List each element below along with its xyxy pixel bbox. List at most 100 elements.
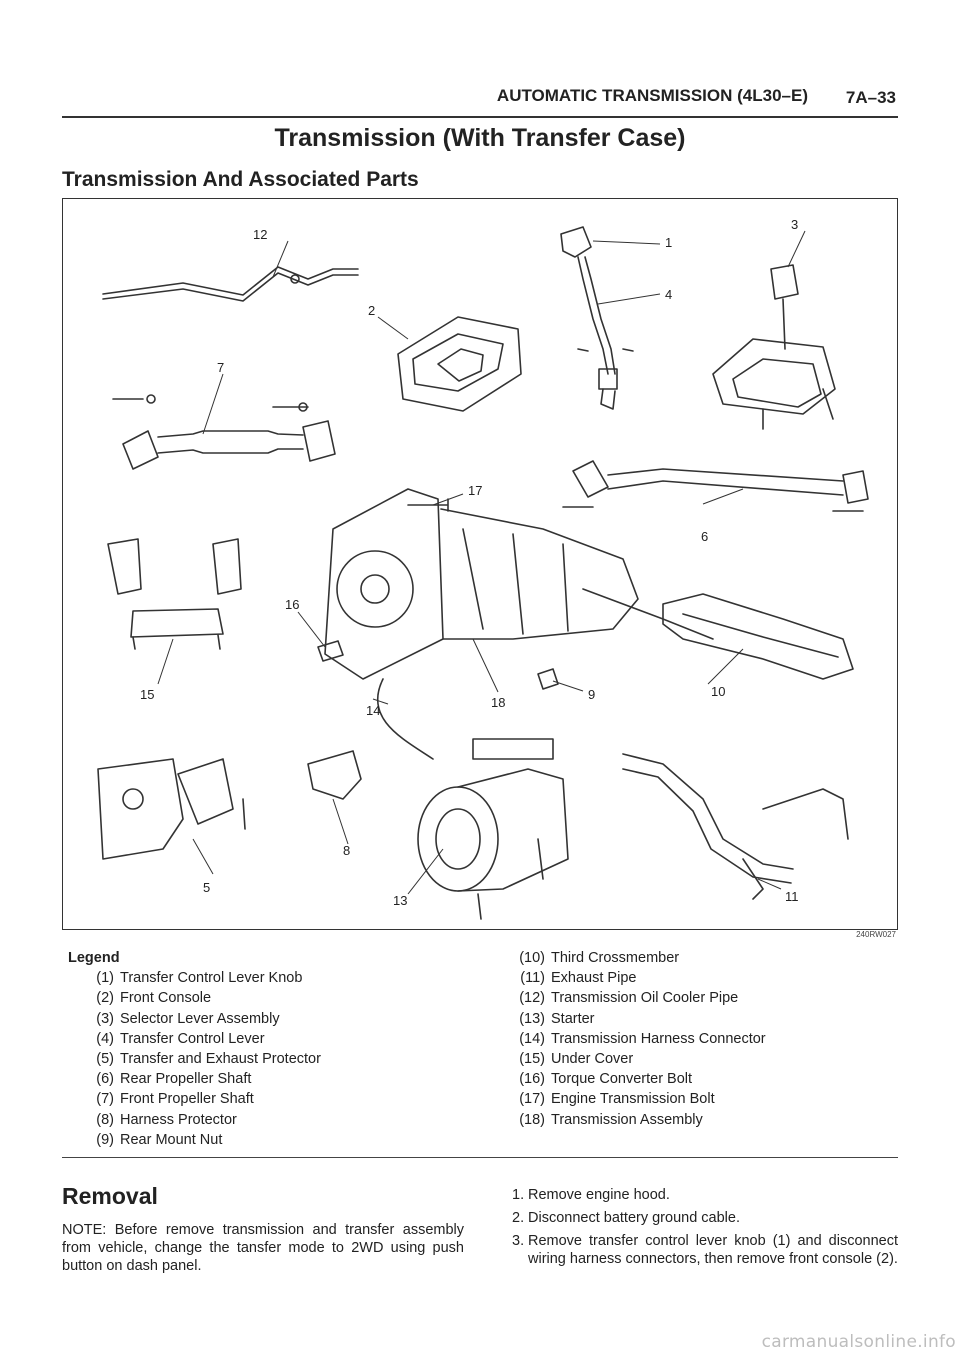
- exploded-parts-diagram: 1 2 3 4 5 6 7 8 9 10 11 12 13 14 15 16 1…: [62, 198, 898, 930]
- step-number: 3.: [512, 1233, 525, 1249]
- legend-text: Transmission Harness Connector: [551, 1030, 766, 1047]
- legend-number: (5): [96, 1051, 114, 1068]
- torque-converter-bolt-drawing: [317, 640, 344, 662]
- legend-item: (4) Transfer Control Lever: [68, 1029, 488, 1049]
- callout-12: 12: [253, 227, 267, 242]
- legend-item: (12)Transmission Oil Cooler Pipe: [497, 988, 897, 1008]
- rear-mount-nut-drawing: [537, 668, 559, 690]
- legend-item: (18) Transmission Assembly: [497, 1110, 897, 1130]
- section-title: AUTOMATIC TRANSMISSION (4L30–E): [496, 86, 808, 105]
- legend-number: (11): [520, 970, 545, 987]
- legend-text: Torque Converter Bolt: [551, 1071, 693, 1088]
- legend-right-column: (10) Third Crossmember (11) Exhaust Pipe (…: [497, 948, 897, 1130]
- callout-5: 5: [203, 880, 210, 895]
- figure-code: 240RW027: [856, 930, 896, 939]
- removal-heading: Removal: [62, 1183, 158, 1209]
- callout-9: 9: [588, 687, 595, 702]
- engine-bolt-drawing: [407, 498, 449, 512]
- legend-item: (13)Starter: [497, 1009, 897, 1029]
- legend-text: Transfer Control Lever: [120, 1030, 265, 1047]
- step-number: 1.: [512, 1187, 525, 1203]
- legend-text: Transmission Oil Cooler Pipe: [551, 990, 739, 1007]
- transmission-assembly-drawing: [324, 488, 714, 760]
- legend-text: Transmission Assembly: [551, 1111, 703, 1128]
- callout-17: 17: [468, 483, 482, 498]
- selector-lever-drawing: [712, 264, 836, 430]
- legend-item: (1) Transfer Control Lever Knob: [68, 968, 488, 988]
- legend-text: Transfer and Exhaust Protector: [120, 1051, 321, 1068]
- callout-6: 6: [701, 529, 708, 544]
- legend-text: Rear Mount Nut: [120, 1131, 223, 1148]
- legend-item: (8) Harness Protector: [68, 1110, 488, 1130]
- legend-item: (5) Transfer and Exhaust Protector: [68, 1049, 488, 1069]
- callout-1: 1: [665, 235, 672, 250]
- legend-left-column: Legend (1)Transfer Control Lever Knob (2…: [68, 948, 488, 1150]
- callout-4: 4: [665, 287, 672, 302]
- removal-steps: 1.Remove engine hood. 2.Disconnect batte…: [512, 1186, 898, 1273]
- legend-number: (2): [96, 990, 114, 1007]
- step-text: Remove transfer control lever knob (1) a…: [528, 1233, 898, 1267]
- legend-item: (10) Third Crossmember: [497, 948, 897, 968]
- callout-15: 15: [140, 687, 154, 702]
- page-title: Transmission (With Transfer Case): [274, 124, 686, 152]
- legend-number: (6): [96, 1071, 114, 1088]
- legend-text: Rear Propeller Shaft: [120, 1071, 252, 1088]
- legend-item: (3) Selector Lever Assembly: [68, 1009, 488, 1029]
- callout-10: 10: [711, 684, 725, 699]
- legend-text: Front Console: [120, 990, 212, 1007]
- legend-item: (6) Rear Propeller Shaft: [68, 1069, 488, 1089]
- step-text: Remove engine hood.: [528, 1187, 670, 1203]
- section-subtitle: Transmission And Associated Parts: [62, 168, 419, 191]
- callout-16: 16: [285, 597, 299, 612]
- callout-7: 7: [217, 360, 224, 375]
- legend-number: (13): [519, 1010, 545, 1027]
- legend-number: (17): [519, 1091, 545, 1108]
- callout-14: 14: [366, 703, 380, 718]
- legend-text: Selector Lever Assembly: [120, 1010, 280, 1027]
- legend-number: (1): [96, 970, 114, 987]
- legend-number: (3): [96, 1010, 114, 1027]
- legend-text: Front Propeller Shaft: [120, 1091, 254, 1108]
- legend-item: (2) Front Console: [68, 988, 488, 1008]
- step-number: 2.: [512, 1210, 525, 1226]
- front-propeller-shaft-drawing: [112, 394, 336, 470]
- legend-number: (16): [519, 1071, 545, 1088]
- page-number: 7A–33: [845, 88, 896, 107]
- section-divider: [62, 1157, 898, 1158]
- rear-propeller-shaft-drawing: [562, 460, 869, 512]
- removal-step: 2.Disconnect battery ground cable.: [512, 1209, 898, 1227]
- callout-11: 11: [785, 889, 799, 904]
- under-cover-drawing: [107, 538, 242, 650]
- legend-text: Transfer Control Lever Knob: [120, 970, 303, 987]
- legend-number: (18): [519, 1111, 545, 1128]
- legend-text: Exhaust Pipe: [551, 970, 637, 987]
- third-crossmember-drawing: [662, 593, 854, 680]
- legend-number: (9): [96, 1131, 114, 1148]
- protector-drawing: [97, 758, 246, 860]
- harness-protector-drawing: [307, 750, 362, 800]
- legend-text: Engine Transmission Bolt: [551, 1091, 715, 1108]
- legend-number: (4): [96, 1030, 114, 1047]
- callout-8: 8: [343, 843, 350, 858]
- legend-item: (9) Rear Mount Nut: [68, 1130, 488, 1150]
- legend-item: (11) Exhaust Pipe: [497, 968, 897, 988]
- parts-illustration: 1 2 3 4 5 6 7 8 9 10 11 12 13 14 15 16 1…: [97, 217, 869, 920]
- legend-number: (15): [519, 1051, 545, 1068]
- legend-item: (7) Front Propeller Shaft: [68, 1089, 488, 1109]
- removal-step: 3.Remove transfer control lever knob (1)…: [512, 1232, 898, 1268]
- oil-cooler-pipe-drawing: [102, 266, 359, 302]
- callout-18: 18: [491, 695, 505, 710]
- starter-drawing: [417, 738, 569, 920]
- legend-number: (8): [96, 1111, 114, 1128]
- transfer-lever-drawing: [560, 226, 634, 410]
- callout-13: 13: [393, 893, 407, 908]
- legend-text: Third Crossmember: [551, 950, 680, 966]
- legend-item: (17) Engine Transmission Bolt: [497, 1089, 897, 1109]
- page-header: AUTOMATIC TRANSMISSION (4L30–E) 7A–33: [62, 86, 898, 118]
- legend-number: (7): [96, 1091, 114, 1108]
- removal-step: 1.Remove engine hood.: [512, 1186, 898, 1204]
- callout-3: 3: [791, 217, 798, 232]
- legend-text: Harness Protector: [120, 1111, 237, 1128]
- legend-text: Under Cover: [551, 1051, 634, 1068]
- legend-number: (10): [519, 950, 545, 966]
